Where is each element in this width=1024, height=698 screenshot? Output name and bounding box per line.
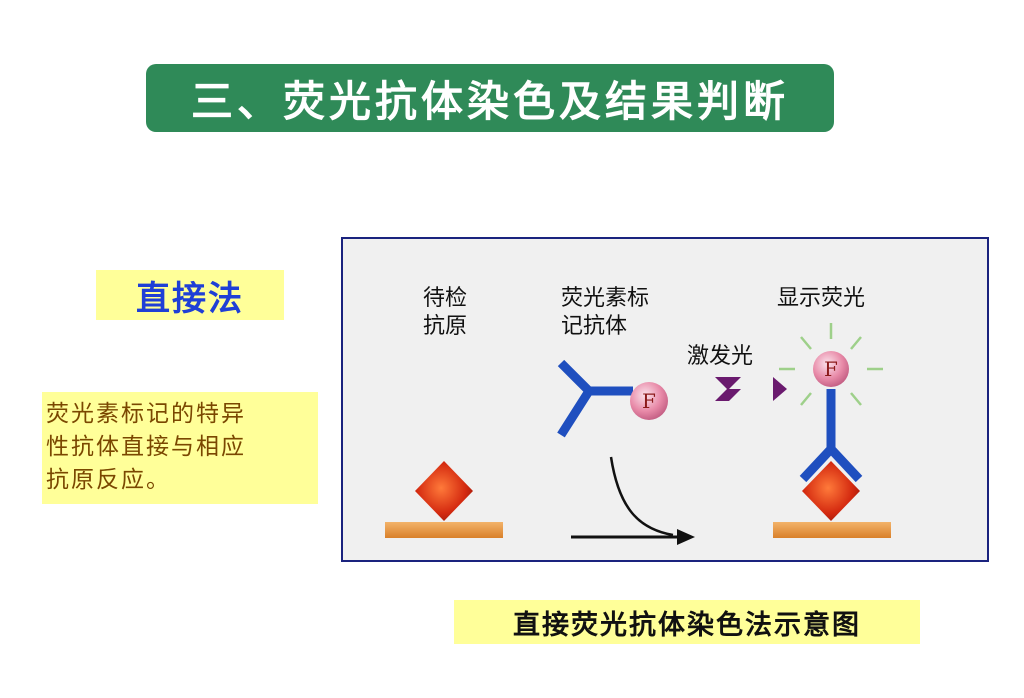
diagram-caption: 直接荧光抗体染色法示意图 xyxy=(513,609,861,641)
description-line: 抗原反应。 xyxy=(46,467,171,493)
antigen-label-line1: 待检 xyxy=(423,286,467,311)
excitation-label: 激发光 xyxy=(687,344,753,369)
fluorophore-letter: F xyxy=(642,389,656,413)
substrate-right xyxy=(773,522,891,538)
labeled-antibody xyxy=(557,359,633,438)
binding-curve xyxy=(609,456,674,537)
method-name: 直接法 xyxy=(136,278,244,319)
fluorophore-letter-bound: F xyxy=(824,357,838,381)
diagram-canvas: 待检 抗原 荧光素标 记抗体 F 激发光 显示荧光 xyxy=(385,286,891,545)
description-box: 荧光素标记的特异 性抗体直接与相应 抗原反应。 xyxy=(42,392,318,504)
fluorophore-circle-bound xyxy=(813,351,849,387)
method-label: 直接法 xyxy=(96,270,284,320)
page-title: 三、荧光抗体染色及结果判断 xyxy=(190,76,789,126)
glow-rays xyxy=(779,323,883,406)
description-line: 荧光素标记的特异 xyxy=(46,401,246,427)
bound-antibody xyxy=(799,389,863,483)
excitation-arrow-icon xyxy=(715,377,787,401)
substrate-left xyxy=(385,522,503,538)
labeled-antibody-label-line1: 荧光素标 xyxy=(561,286,649,311)
fluorescence-label: 显示荧光 xyxy=(777,286,865,311)
binding-arrow-head xyxy=(677,529,695,545)
antigen-label-line2: 抗原 xyxy=(423,314,467,339)
bound-antigen-shape xyxy=(802,461,860,521)
description-line: 性抗体直接与相应 xyxy=(46,434,246,460)
fluorophore-circle xyxy=(630,382,668,420)
diagram-frame: 待检 抗原 荧光素标 记抗体 F 激发光 显示荧光 xyxy=(341,237,989,562)
antigen-shape xyxy=(415,461,473,521)
labeled-antibody-label-line2: 记抗体 xyxy=(561,314,627,339)
title-banner: 三、荧光抗体染色及结果判断 xyxy=(146,64,834,132)
caption-box: 直接荧光抗体染色法示意图 xyxy=(454,600,920,644)
